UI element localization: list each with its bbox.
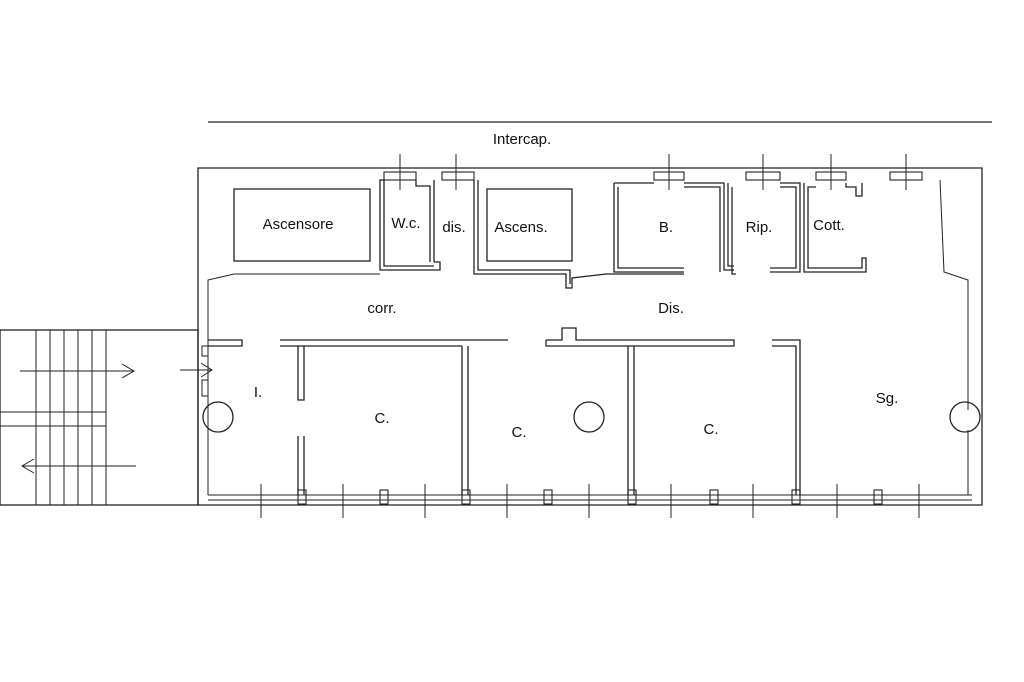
wc-label: W.c. (391, 215, 420, 232)
elevator-2-label: Ascens. (494, 219, 547, 236)
bedroom-3-label: C. (704, 421, 719, 438)
living-room-label: Sg. (876, 390, 899, 407)
dis-small-room (473, 180, 684, 289)
elevator-shaft (233, 188, 371, 262)
bathroom (613, 182, 734, 273)
storage-room (731, 182, 801, 275)
room-dividers (297, 346, 635, 495)
bedroom-1-label: C. (375, 410, 390, 427)
staircase (0, 329, 213, 506)
outer-walls (197, 167, 983, 506)
storage-label: Rip. (746, 219, 773, 236)
column (949, 401, 981, 433)
kitchenette (803, 183, 867, 273)
hall-label: Dis. (658, 300, 684, 317)
top-windows (383, 154, 923, 190)
column (202, 401, 234, 433)
intercapedine-label: Intercap. (493, 131, 551, 148)
entrance-label: I. (254, 384, 262, 401)
column (573, 401, 605, 433)
elevator-shaft-2 (486, 188, 573, 262)
kitchenette-label: Cott. (813, 217, 845, 234)
corridor-label: corr. (367, 300, 396, 317)
bathroom-label: B. (659, 219, 673, 236)
bedroom-2-label: C. (512, 424, 527, 441)
elevator-label: Ascensore (263, 216, 334, 233)
dis-small-label: dis. (442, 219, 465, 236)
corridor-partitions (208, 327, 801, 495)
wc-room (379, 179, 441, 271)
bottom-windows (260, 484, 920, 518)
